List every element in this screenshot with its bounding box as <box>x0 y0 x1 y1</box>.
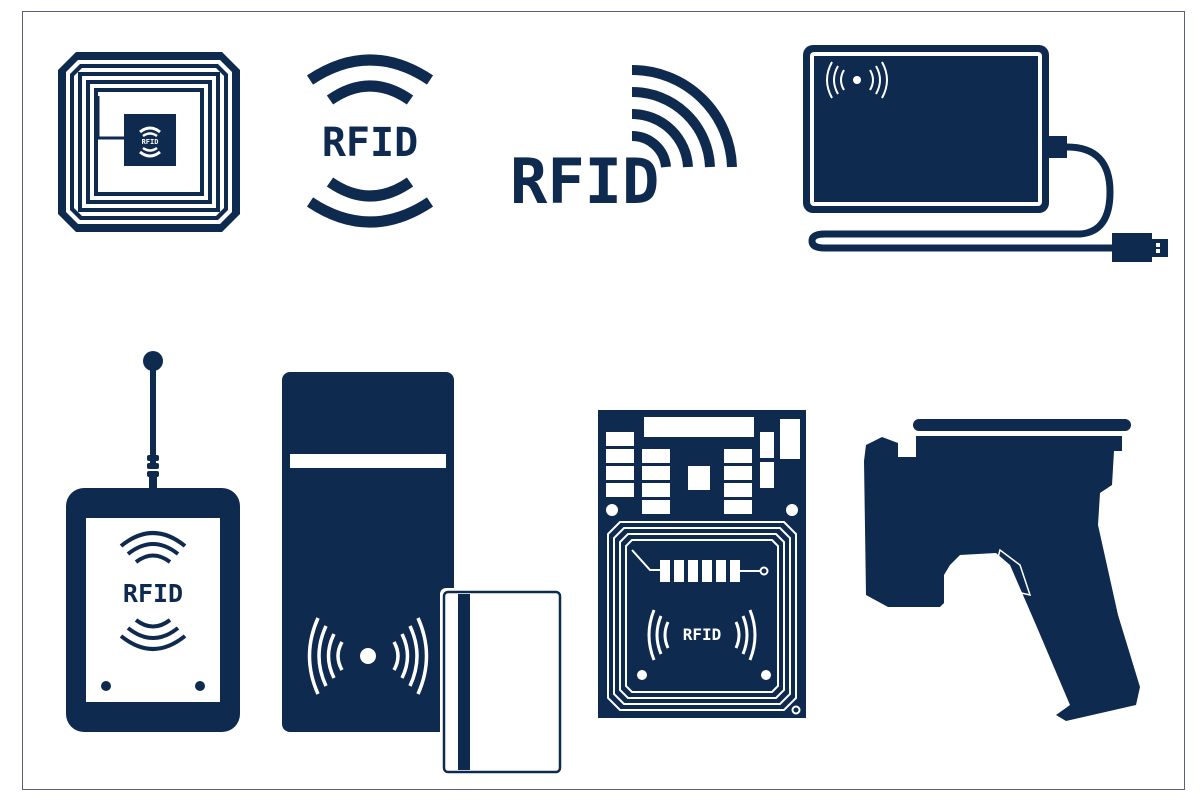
svg-text:RFID: RFID <box>123 579 183 608</box>
svg-text:RFID: RFID <box>142 138 159 146</box>
handheld-scanner-icon <box>864 419 1140 721</box>
access-control-reader-icon <box>282 372 564 774</box>
antenna-reader-icon: RFID <box>66 351 240 732</box>
usb-desktop-reader-icon <box>803 45 1168 262</box>
svg-text:RFID: RFID <box>683 625 722 644</box>
rfid-badge-logo-icon: RFID <box>306 54 434 228</box>
rfid-tag-icon: RFID <box>58 52 240 232</box>
svg-text:RFID: RFID <box>322 120 418 166</box>
rfid-wave-logo-icon: RFID <box>510 65 737 210</box>
svg-text:RFID: RFID <box>510 145 659 210</box>
rfid-module-board-icon: RFID <box>598 410 806 718</box>
